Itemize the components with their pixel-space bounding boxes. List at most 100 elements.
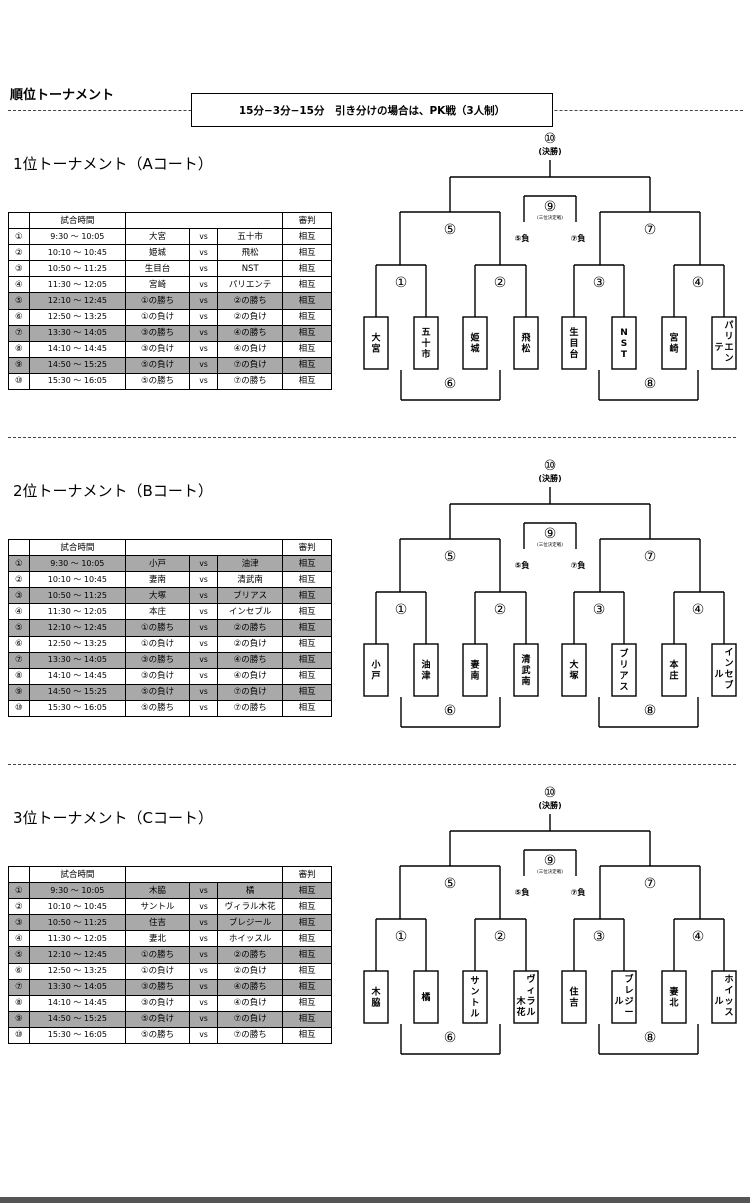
- quarterfinal-1-number: ①: [395, 602, 408, 618]
- match-time: 11:30 〜 12:05: [28, 930, 126, 948]
- match-number: ④: [8, 930, 30, 948]
- referee: 相互: [282, 292, 332, 310]
- away-team: ④の勝ち: [217, 651, 284, 669]
- match-number: ②: [8, 898, 30, 916]
- away-team: パリエンテ: [217, 276, 284, 294]
- referee: 相互: [282, 635, 332, 653]
- team-box-frame: [611, 970, 637, 1024]
- team-box: 妻北: [661, 970, 687, 1024]
- away-team: 清武南: [217, 571, 284, 589]
- vs-label: vs: [189, 571, 219, 589]
- header-no: [8, 865, 30, 884]
- away-team: ④の勝ち: [217, 978, 284, 996]
- team-name: 橘: [420, 991, 430, 1003]
- vs-label: vs: [189, 914, 219, 932]
- team-box-frame: [711, 316, 737, 370]
- vs-label: vs: [189, 699, 219, 718]
- vs-label: vs: [189, 1026, 219, 1045]
- referee: 相互: [282, 324, 332, 342]
- match-time: 14:50 〜 15:25: [28, 1010, 126, 1028]
- header-referee: 審判: [282, 211, 332, 230]
- loser-label-right: ⑦負: [571, 560, 586, 570]
- team-box: ヴィラル木花: [513, 970, 539, 1024]
- home-team: サントル: [124, 898, 191, 916]
- match-number: ⑧: [8, 994, 30, 1012]
- home-team: ①の勝ち: [124, 946, 191, 964]
- team-box-frame: [561, 316, 587, 370]
- team-name: 姫城: [470, 332, 479, 355]
- match-number: ⑤: [8, 946, 30, 964]
- match-number: ②: [8, 244, 30, 262]
- match-number: ④: [8, 276, 30, 294]
- home-team: 本庄: [124, 603, 191, 621]
- away-team: ②の勝ち: [217, 946, 284, 964]
- header-time: 試合時間: [28, 211, 126, 230]
- team-box: 妻南: [462, 643, 488, 697]
- team-name: 木脇: [370, 986, 381, 1009]
- quarterfinal-4-number: ④: [692, 275, 705, 291]
- third-place-number: ⑨: [544, 199, 557, 215]
- team-box: 橘: [413, 970, 439, 1024]
- team-box-frame: [711, 643, 737, 697]
- match-time: 9:30 〜 10:05: [28, 882, 126, 900]
- team-name: 大宮: [371, 332, 380, 355]
- home-team: ③の勝ち: [124, 324, 191, 342]
- match-number: ⑦: [8, 324, 30, 342]
- vs-label: vs: [189, 898, 219, 916]
- match-number: ⑩: [8, 699, 30, 718]
- referee: 相互: [282, 587, 332, 605]
- team-name: ブレジール: [614, 973, 633, 1018]
- match-time: 13:30 〜 14:05: [28, 324, 126, 342]
- final-label: (決勝): [538, 473, 561, 483]
- referee: 相互: [282, 699, 332, 718]
- vs-label: vs: [189, 683, 219, 701]
- referee: 相互: [282, 651, 332, 669]
- semifinal-left-number: ⑤: [444, 876, 457, 892]
- match-time: 13:30 〜 14:05: [28, 651, 126, 669]
- team-name: パリエンテ: [714, 319, 733, 364]
- home-team: 大塚: [124, 587, 191, 605]
- team-box-frame: [711, 970, 737, 1024]
- team-box-frame: [413, 643, 439, 697]
- match-number: ③: [8, 587, 30, 605]
- referee: 相互: [282, 619, 332, 637]
- final-match-number: ⑩: [544, 458, 557, 474]
- referee: 相互: [282, 340, 332, 358]
- team-box-frame: [513, 316, 539, 370]
- vs-label: vs: [189, 946, 219, 964]
- team-box-frame: [462, 970, 488, 1024]
- team-box: 木脇: [363, 970, 389, 1024]
- page-title: 順位トーナメント: [10, 88, 115, 103]
- vs-label: vs: [189, 555, 219, 573]
- team-box-frame: [462, 643, 488, 697]
- third-place-number: ⑨: [544, 526, 557, 542]
- final-match-number: ⑩: [544, 131, 557, 147]
- third-place-label: (三位決定戦): [537, 541, 563, 548]
- referee: 相互: [282, 228, 332, 246]
- match-time: 10:50 〜 11:25: [28, 914, 126, 932]
- consolation-left-number: ⑥: [444, 1030, 457, 1046]
- away-team: ②の勝ち: [217, 619, 284, 637]
- team-box: ホイッスル: [711, 970, 737, 1024]
- vs-label: vs: [189, 651, 219, 669]
- vs-label: vs: [189, 340, 219, 358]
- team-name: 妻南: [470, 659, 479, 682]
- referee: 相互: [282, 356, 332, 374]
- match-number: ②: [8, 571, 30, 589]
- match-time: 9:30 〜 10:05: [28, 228, 126, 246]
- home-team: 小戸: [124, 555, 191, 573]
- loser-label-left: ⑤負: [515, 560, 530, 570]
- team-box-frame: [363, 643, 389, 697]
